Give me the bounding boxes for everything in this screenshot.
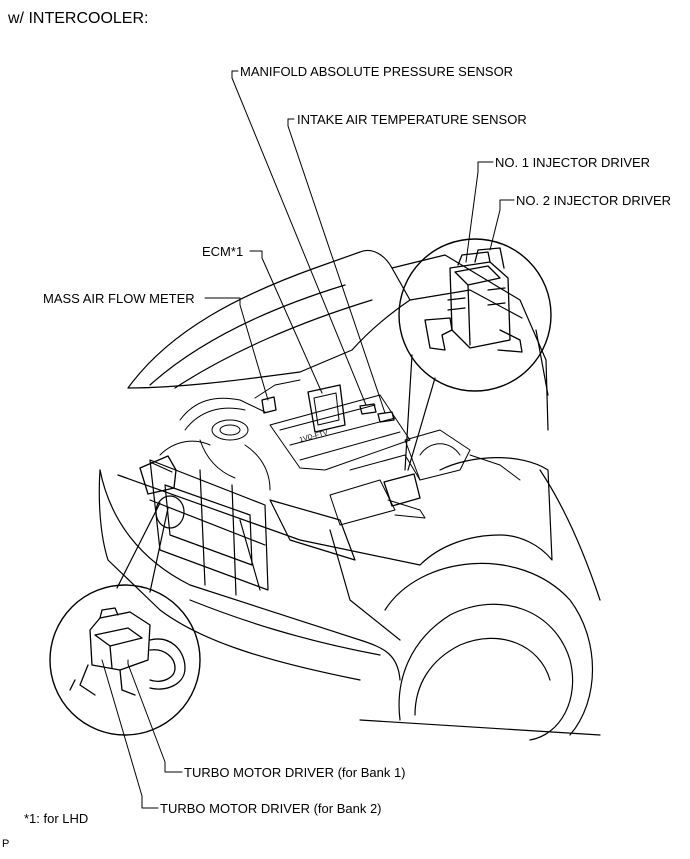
footnote: *1: for LHD — [24, 811, 89, 826]
headlight — [269, 499, 356, 561]
front-bumper — [99, 469, 401, 681]
engine-cover-text: 1VD-FTV — [299, 430, 329, 444]
label-ecm: ECM*1 — [202, 244, 244, 259]
front-wheel — [359, 562, 601, 741]
section-title: w/ INTERCOOLER: — [8, 10, 149, 27]
label-no1-injector-driver: NO. 1 INJECTOR DRIVER — [495, 155, 651, 170]
label-turbo-motor-driver-bank1: TURBO MOTOR DRIVER (for Bank 1) — [184, 765, 406, 780]
iat-sensor-unit — [377, 411, 395, 423]
vehicle-body — [98, 249, 601, 741]
label-mass-air-flow-meter: MASS AIR FLOW METER — [43, 291, 195, 306]
corner-mark: P — [2, 838, 10, 850]
windshield — [391, 254, 549, 431]
injector-driver-callout — [398, 238, 552, 471]
engine-bay: 1VD-FTV — [139, 379, 521, 526]
injector-driver-unit — [383, 473, 421, 507]
grille — [149, 459, 269, 596]
maf-unit — [261, 396, 277, 414]
right-fender — [419, 457, 553, 566]
label-no2-injector-driver: NO. 2 INJECTOR DRIVER — [516, 193, 672, 208]
turbo-driver-unit — [139, 455, 177, 495]
ecm-unit — [307, 384, 346, 433]
map-sensor-unit — [359, 403, 377, 415]
label-manifold-absolute-pressure-sensor: MANIFOLD ABSOLUTE PRESSURE SENSOR — [240, 64, 514, 79]
hood — [127, 249, 411, 389]
turbo-driver-callout — [49, 502, 201, 736]
label-turbo-motor-driver-bank2: TURBO MOTOR DRIVER (for Bank 2) — [160, 801, 382, 816]
label-intake-air-temperature-sensor: INTAKE AIR TEMPERATURE SENSOR — [297, 112, 527, 127]
engine-cover — [269, 394, 411, 471]
leader-lines — [101, 70, 515, 809]
